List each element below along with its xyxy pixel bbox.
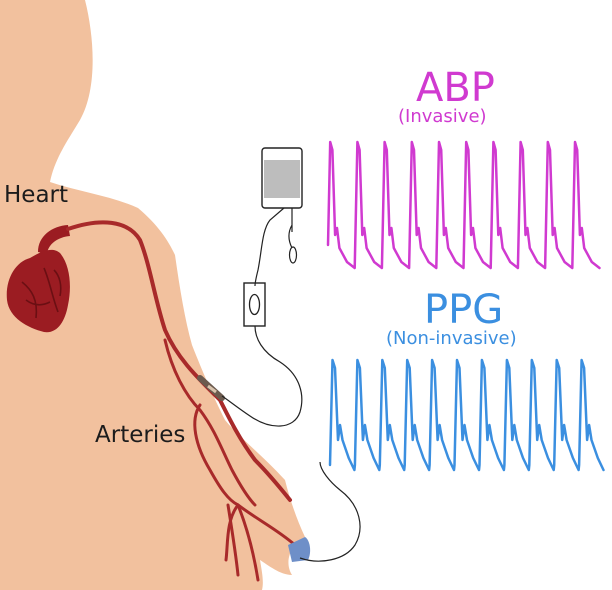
- radial-artery: [163, 338, 257, 507]
- finger-sensor-icon: [288, 461, 361, 562]
- pressure-bag-icon: [254, 147, 303, 287]
- arteries: [66, 220, 297, 582]
- digital-artery-2: [236, 503, 260, 582]
- ppg-subtitle: (Non-invasive): [386, 328, 517, 349]
- abp-waveform: [326, 140, 601, 270]
- abp-subtitle: (Invasive): [398, 106, 487, 127]
- digital-artery-1: [236, 503, 297, 547]
- ppg-title: PPG: [424, 287, 504, 333]
- aorta: [38, 225, 70, 254]
- ulnar-artery: [193, 403, 240, 507]
- ppg-waveform: [328, 358, 605, 472]
- finger-ring: [210, 505, 240, 582]
- heart-icon: [6, 225, 70, 333]
- digital-artery-4: [224, 503, 240, 562]
- digital-artery-3: [226, 503, 240, 577]
- heart-vessels: [21, 267, 62, 319]
- main-artery: [66, 220, 292, 502]
- arteries-label: Arteries: [95, 422, 186, 448]
- body-silhouette: [0, 0, 305, 590]
- finger-middle: [224, 505, 262, 587]
- catheter-site: [197, 375, 225, 401]
- heart-label: Heart: [4, 182, 69, 208]
- abp-title: ABP: [416, 65, 495, 111]
- transducer-icon: [221, 282, 303, 427]
